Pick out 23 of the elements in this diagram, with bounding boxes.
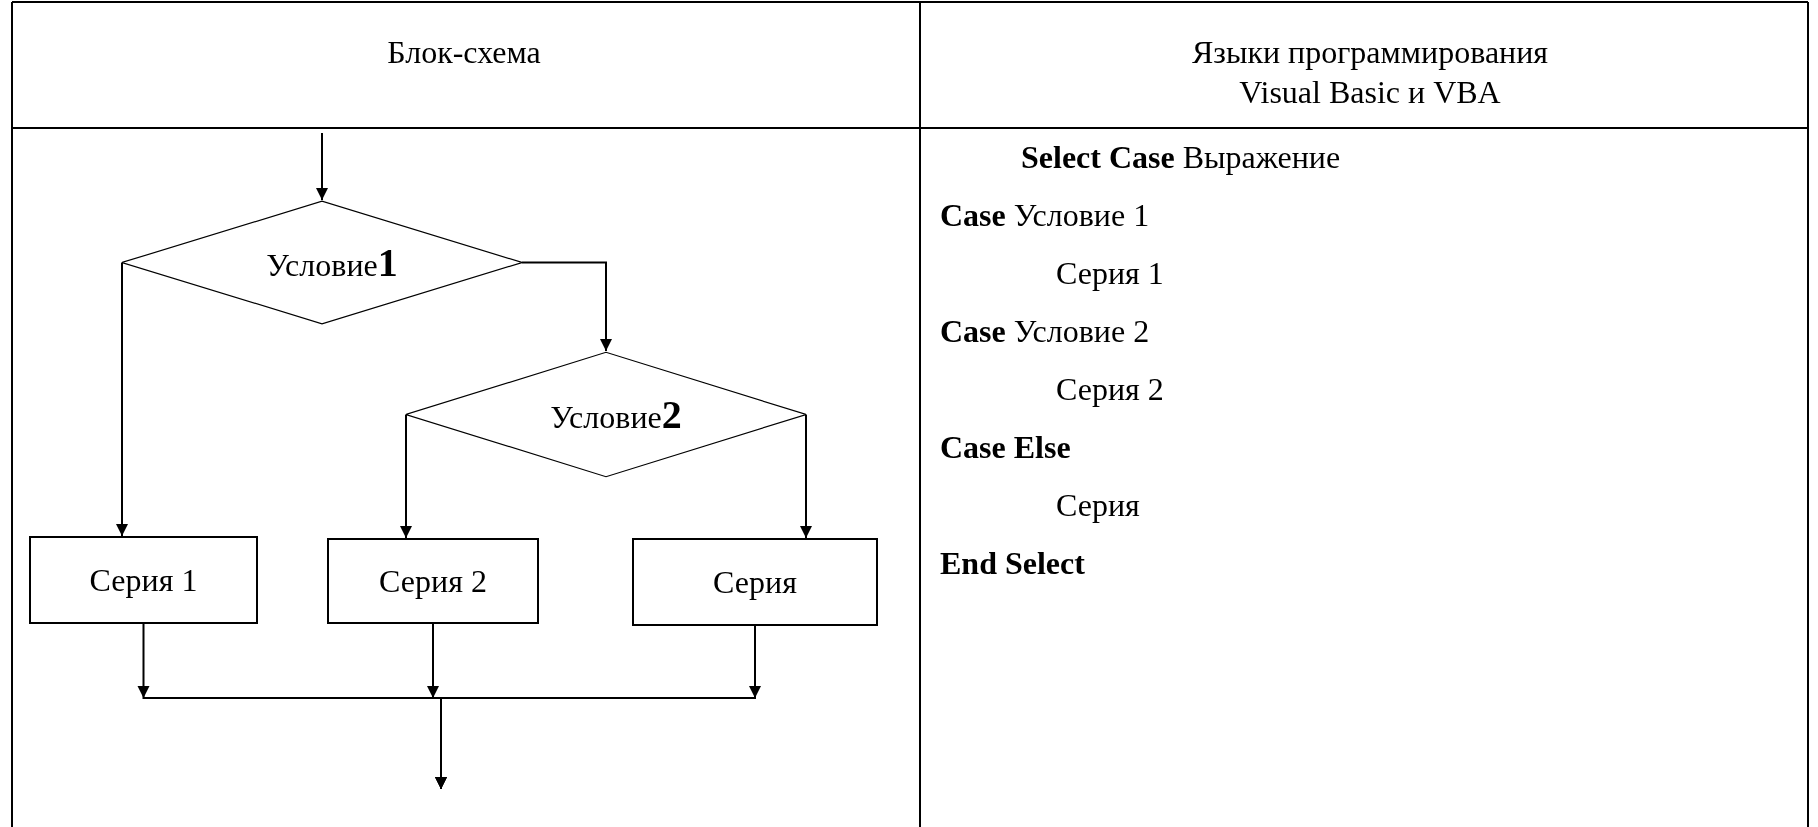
decision-diamond: [406, 351, 806, 478]
code-line: Select Case Выражение: [1021, 139, 1341, 176]
code-line: Case Else: [940, 429, 1071, 466]
arrow: [521, 261, 612, 352]
column-header: Блок-схема: [386, 33, 542, 72]
process-box: Серия: [632, 538, 878, 626]
code-line: Серия 2: [1056, 371, 1164, 408]
arrow: [116, 261, 128, 537]
arrow: [435, 625, 761, 790]
arrow: [400, 413, 412, 539]
code-line: Case Условие 1: [940, 197, 1150, 234]
code-line: End Select: [940, 545, 1085, 582]
code-line: Case Условие 2: [940, 313, 1150, 350]
decision-diamond: [122, 200, 522, 325]
process-box: Серия 1: [29, 536, 258, 624]
code-line: Серия: [1056, 487, 1140, 524]
arrow: [316, 132, 328, 201]
column-header: Языки программирования Visual Basic и VBA: [1190, 33, 1550, 112]
code-line: Серия 1: [1056, 255, 1164, 292]
process-box: Серия 2: [327, 538, 539, 624]
condition-text: Условие1: [266, 239, 398, 286]
condition-text: Условие2: [550, 391, 682, 438]
arrow: [800, 413, 812, 539]
